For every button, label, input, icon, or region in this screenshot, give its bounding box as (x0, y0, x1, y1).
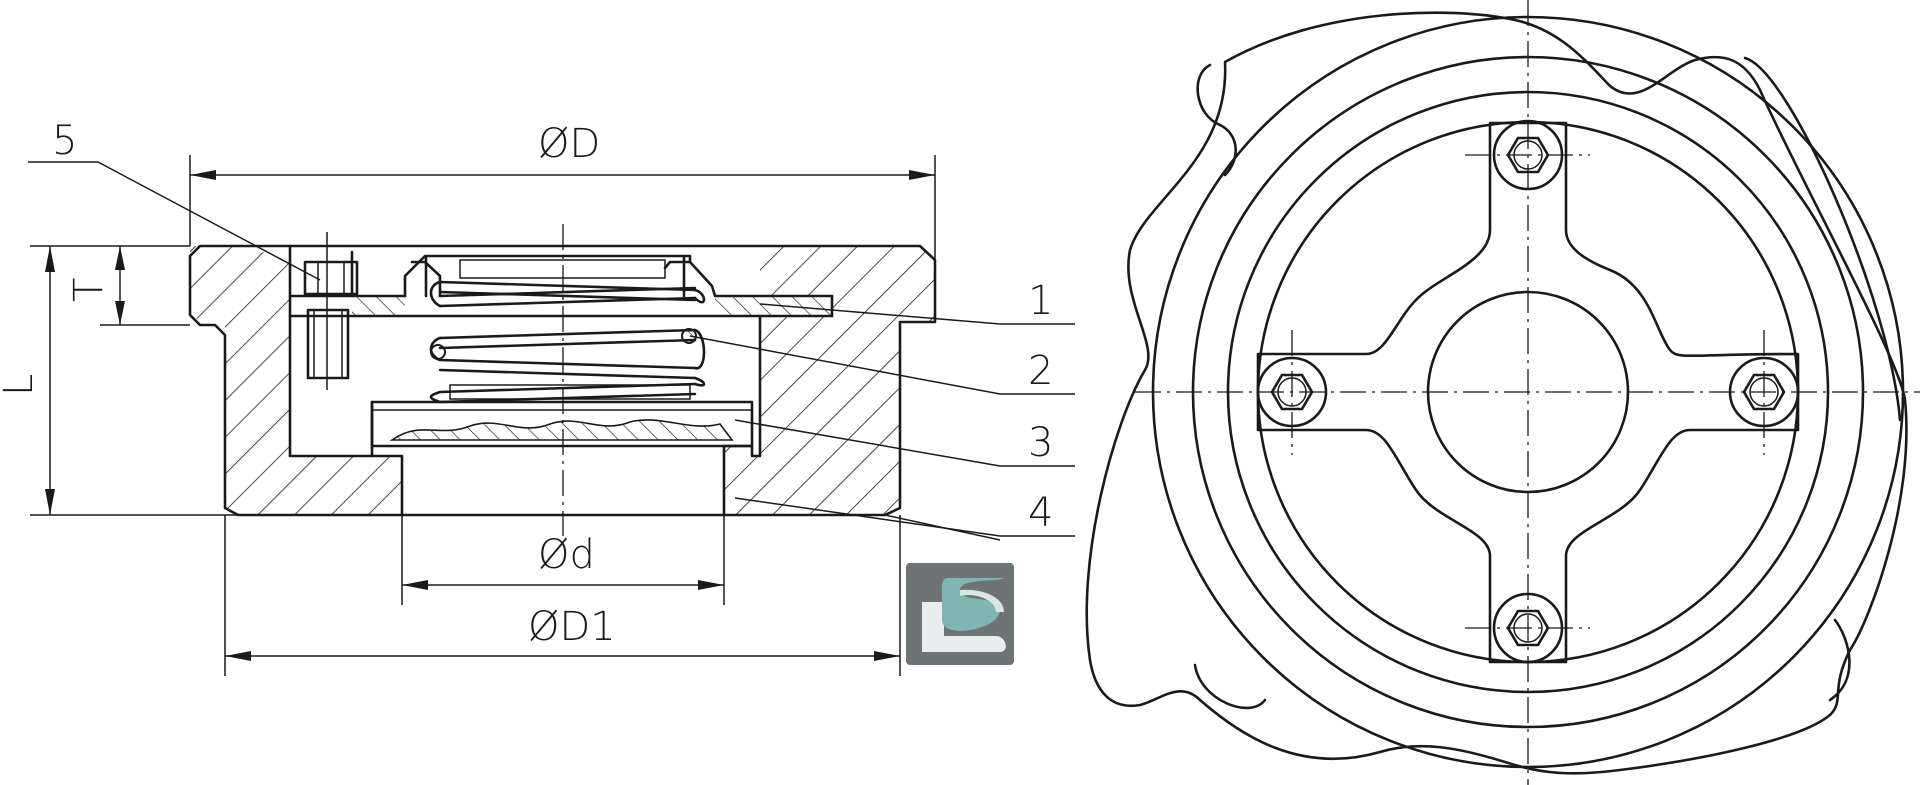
screw (303, 232, 359, 390)
spring (429, 280, 706, 404)
dim-length: L (0, 374, 42, 396)
valve-disc (370, 400, 754, 448)
leader-2 (689, 335, 1075, 395)
front-view (1085, 0, 1920, 785)
leader-4 (734, 497, 1075, 537)
ls-logo (906, 563, 1014, 665)
dim-thickness: T (66, 278, 112, 302)
part-label-5: 5 (52, 118, 77, 164)
part-label-3: 3 (1028, 420, 1053, 466)
leader-1 (759, 303, 1075, 325)
leader-5 (28, 161, 321, 281)
dim-body-diameter: ØD1 (528, 604, 616, 650)
part-label-1: 1 (1028, 278, 1053, 324)
cross-spider (1256, 121, 1800, 664)
dim-outer-diameter: ØD (538, 121, 600, 167)
dim-inner-diameter: Ød (538, 532, 595, 578)
leader-3 (734, 419, 1075, 467)
part-label-4: 4 (1028, 490, 1053, 536)
part-label-2: 2 (1028, 348, 1053, 394)
section-view: ØD Ød ØD1 L T 5 1 2 3 4 (0, 118, 1075, 676)
